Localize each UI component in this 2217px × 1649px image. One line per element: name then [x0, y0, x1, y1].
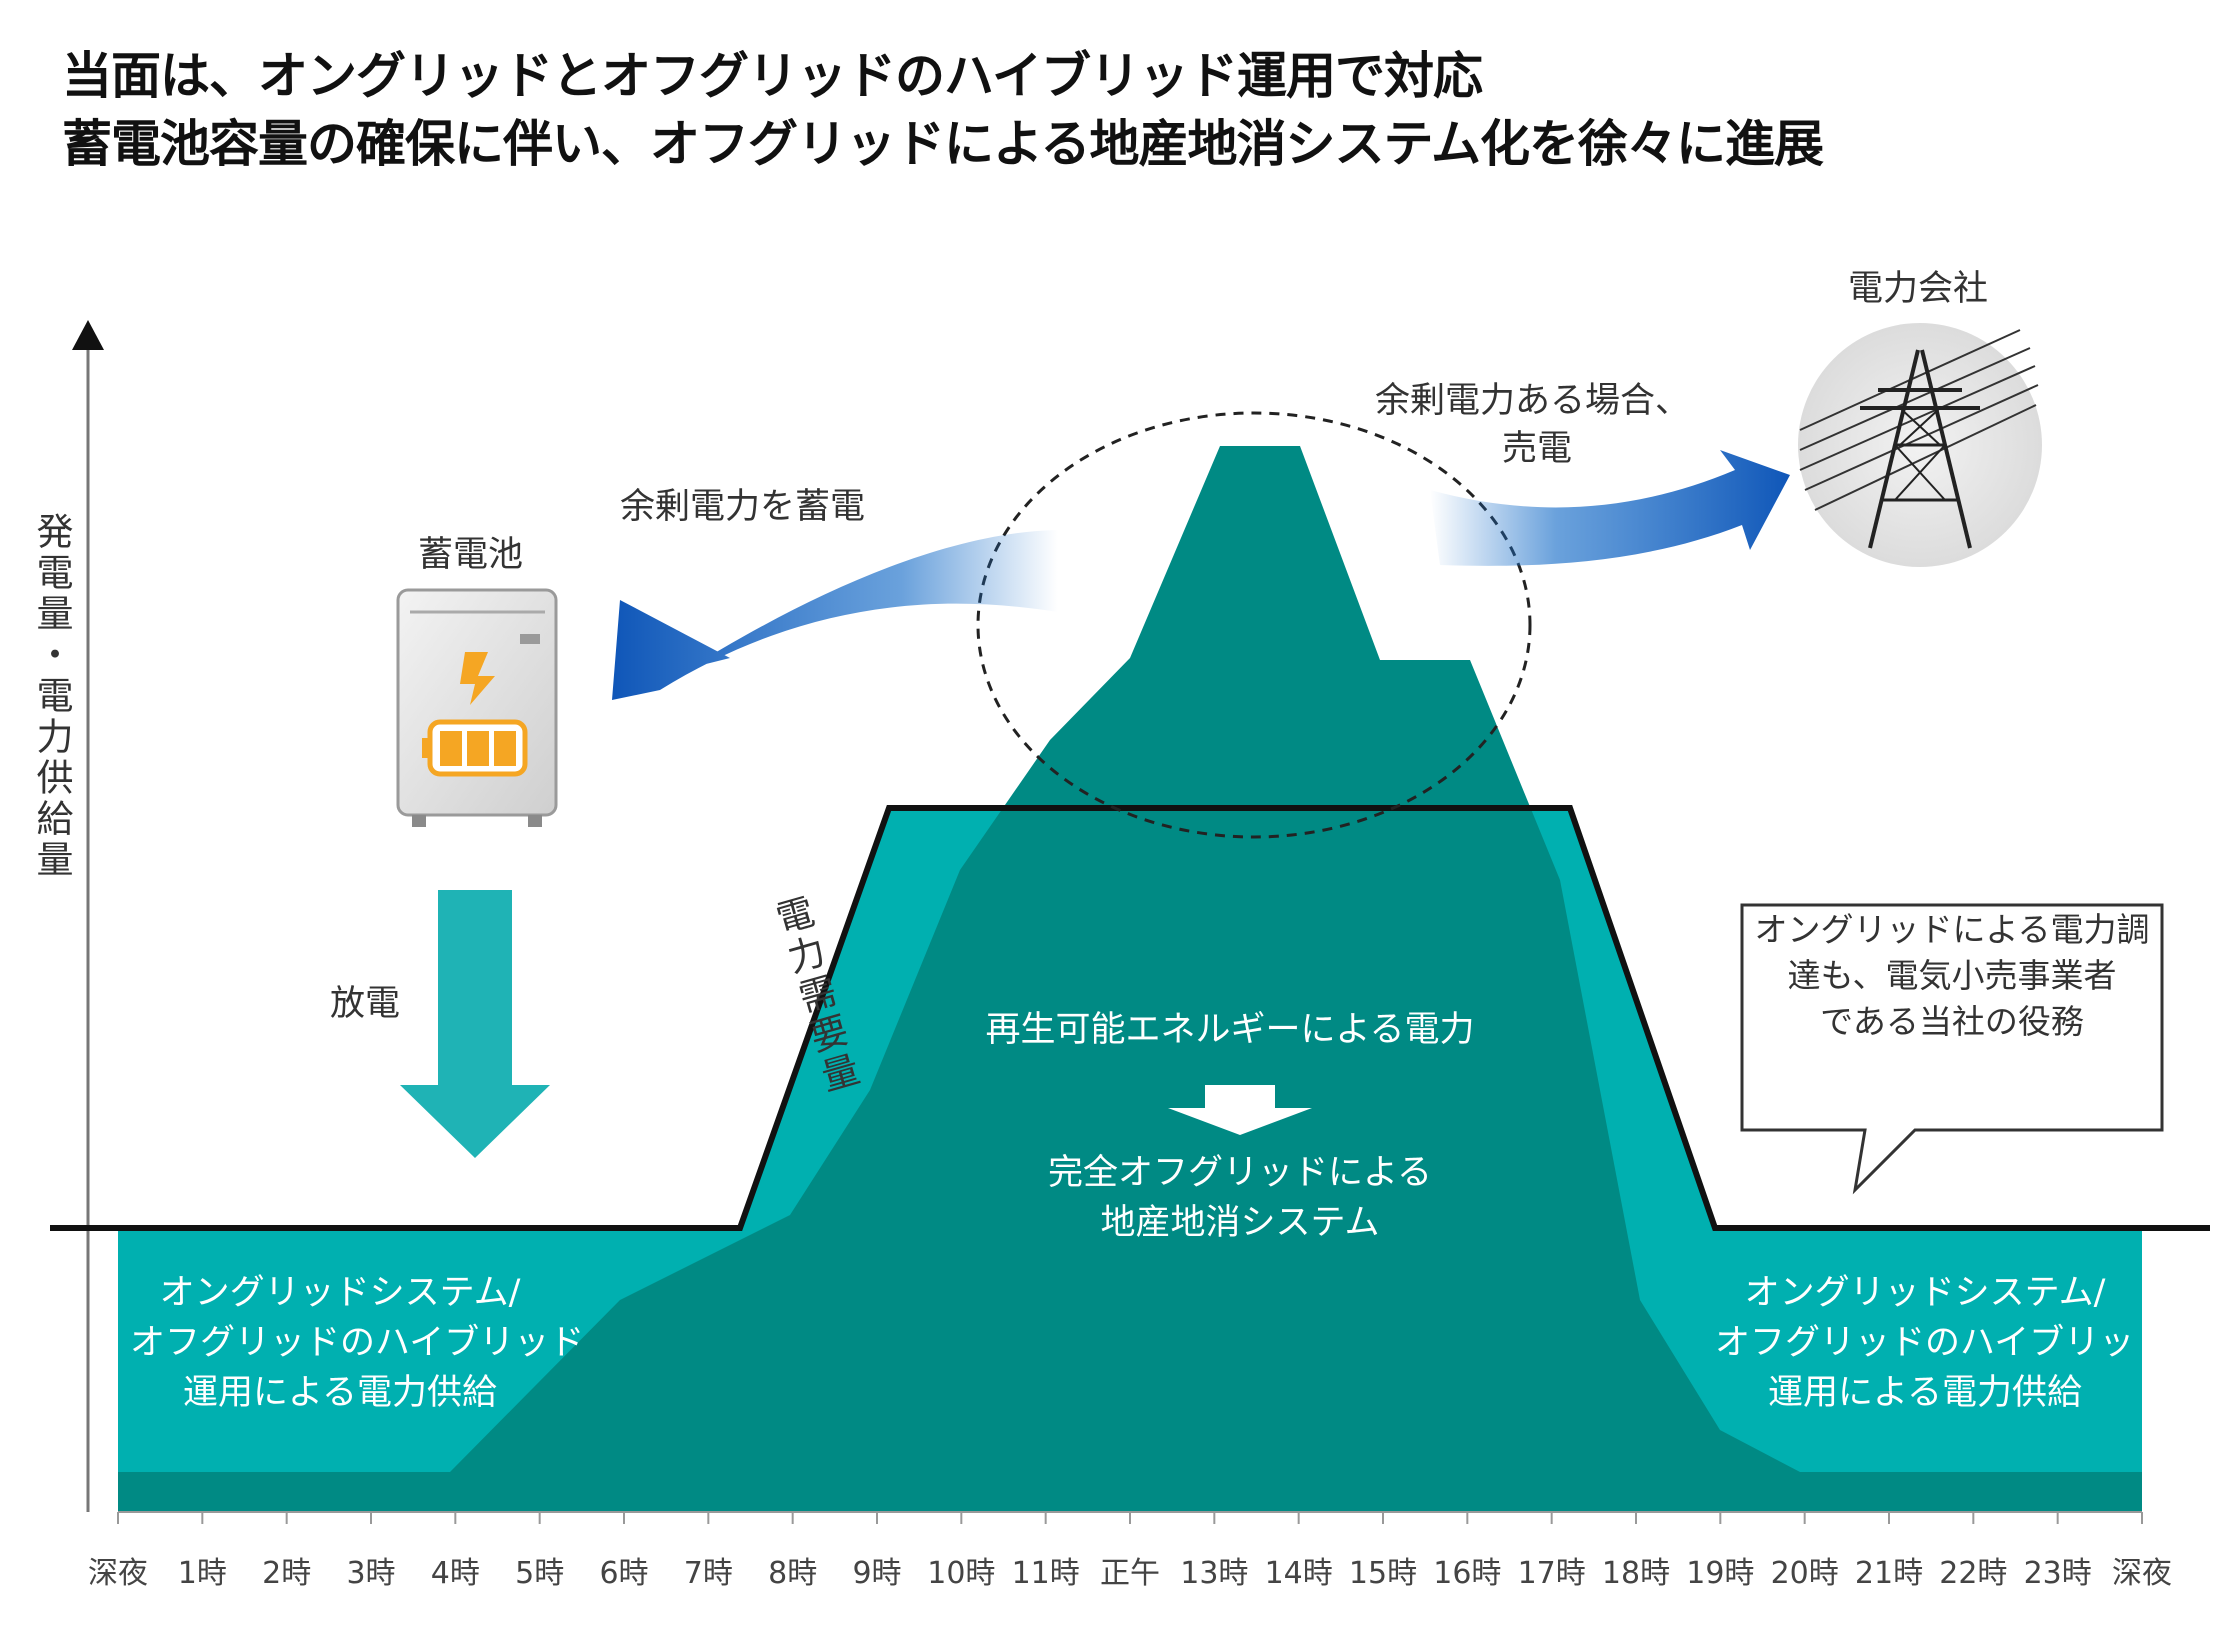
renewable-area [118, 446, 2142, 1512]
callout-line-2: 達も、電気小売事業者 [1787, 956, 2117, 995]
hybrid-right-label-3: 運用による電力供給 [1768, 1373, 2082, 1413]
callout-text: オングリッドによる電力調 達も、電気小売事業者 である当社の役務 [1742, 907, 2162, 1045]
callout-box [1740, 903, 2164, 1195]
discharge-label: 放電 [330, 984, 401, 1024]
x-axis-tick-label: 深夜 [88, 1556, 148, 1591]
callout-line-1: オングリッドによる電力調 [1754, 910, 2150, 949]
y-axis-arrowhead [72, 320, 104, 350]
x-axis-tick-label: 9時 [852, 1556, 902, 1591]
hybrid-left-label-2: オフグリッドのハイブリッド [130, 1323, 585, 1363]
x-axis-tick-label: 13時 [1180, 1556, 1249, 1591]
x-axis-tick-label: 23時 [2023, 1556, 2092, 1591]
x-axis-tick-label: 6時 [599, 1556, 649, 1591]
battery-icon [396, 588, 558, 827]
hybrid-left-label-1: オングリッドシステム/ [159, 1273, 521, 1313]
x-axis-tick-label: 5時 [515, 1556, 565, 1591]
x-axis-tick-label: 正午 [1100, 1556, 1160, 1591]
x-axis-tick-label: 4時 [430, 1556, 480, 1591]
x-axis-tick-label: 14時 [1264, 1556, 1333, 1591]
x-axis-tick-label: 11時 [1011, 1556, 1080, 1591]
offgrid-label-1: 完全オフグリッドによる [1048, 1153, 1432, 1193]
x-axis-tick-label: 20時 [1770, 1556, 1839, 1591]
x-axis-tick-label: 16時 [1433, 1556, 1502, 1591]
surplus-ellipse [976, 411, 1532, 839]
x-axis-tick-label: 7時 [683, 1556, 733, 1591]
hybrid-left-label-3: 運用による電力供給 [183, 1373, 497, 1413]
title-line-1: 当面は、オングリッドとオフグリッドのハイブリッド運用で対応 [62, 47, 1483, 105]
x-axis-tick-label: 2時 [262, 1556, 312, 1591]
renewable-label: 再生可能エネルギーによる電力 [985, 1010, 1475, 1050]
x-axis-tick-label: 17時 [1517, 1556, 1586, 1591]
callout-line-3: である当社の役務 [1820, 1002, 2084, 1041]
power-company-label: 電力会社 [1848, 269, 1989, 309]
hybrid-right-label-1: オングリッドシステム/ [1744, 1273, 2106, 1313]
x-axis-tick-label: 8時 [768, 1556, 818, 1591]
store-surplus-arrow [612, 530, 1058, 700]
x-axis-tick-label: 19時 [1686, 1556, 1755, 1591]
store-surplus-label: 余剰電力を蓄電 [620, 487, 866, 527]
sell-surplus-label-2: 売電 [1502, 429, 1573, 469]
x-axis-tick-label: 10時 [927, 1556, 996, 1591]
battery-label: 蓄電池 [418, 535, 524, 575]
x-axis-tick-label: 21時 [1854, 1556, 1924, 1591]
transition-arrow [1168, 1085, 1312, 1135]
offgrid-label-2: 地産地消システム [1100, 1203, 1380, 1243]
title-line-2: 蓄電池容量の確保に伴い、オフグリッドによる地産地消システム化を徐々に進展 [62, 115, 1824, 173]
y-axis-label: 発電量・電力供給量 [30, 512, 73, 881]
sell-surplus-arrow [1430, 450, 1790, 566]
x-axis-tick-label: 15時 [1348, 1556, 1418, 1591]
x-axis-ticks [117, 1512, 2143, 1524]
x-axis-tick-label: 18時 [1601, 1556, 1671, 1591]
demand-line [50, 805, 2210, 1231]
x-axis-tick-label: 22時 [1939, 1556, 2008, 1591]
x-axis-tick-label: 1時 [177, 1556, 227, 1591]
power-tower-icon [1798, 323, 2042, 567]
x-axis-tick-label: 深夜 [2112, 1556, 2172, 1591]
x-axis-tick-label: 3時 [346, 1556, 396, 1591]
sell-surplus-label-1: 余剰電力ある場合、 [1375, 381, 1691, 421]
hybrid-right-label-2: オフグリッドのハイブリッド [1715, 1323, 2170, 1363]
discharge-arrow [400, 890, 550, 1158]
